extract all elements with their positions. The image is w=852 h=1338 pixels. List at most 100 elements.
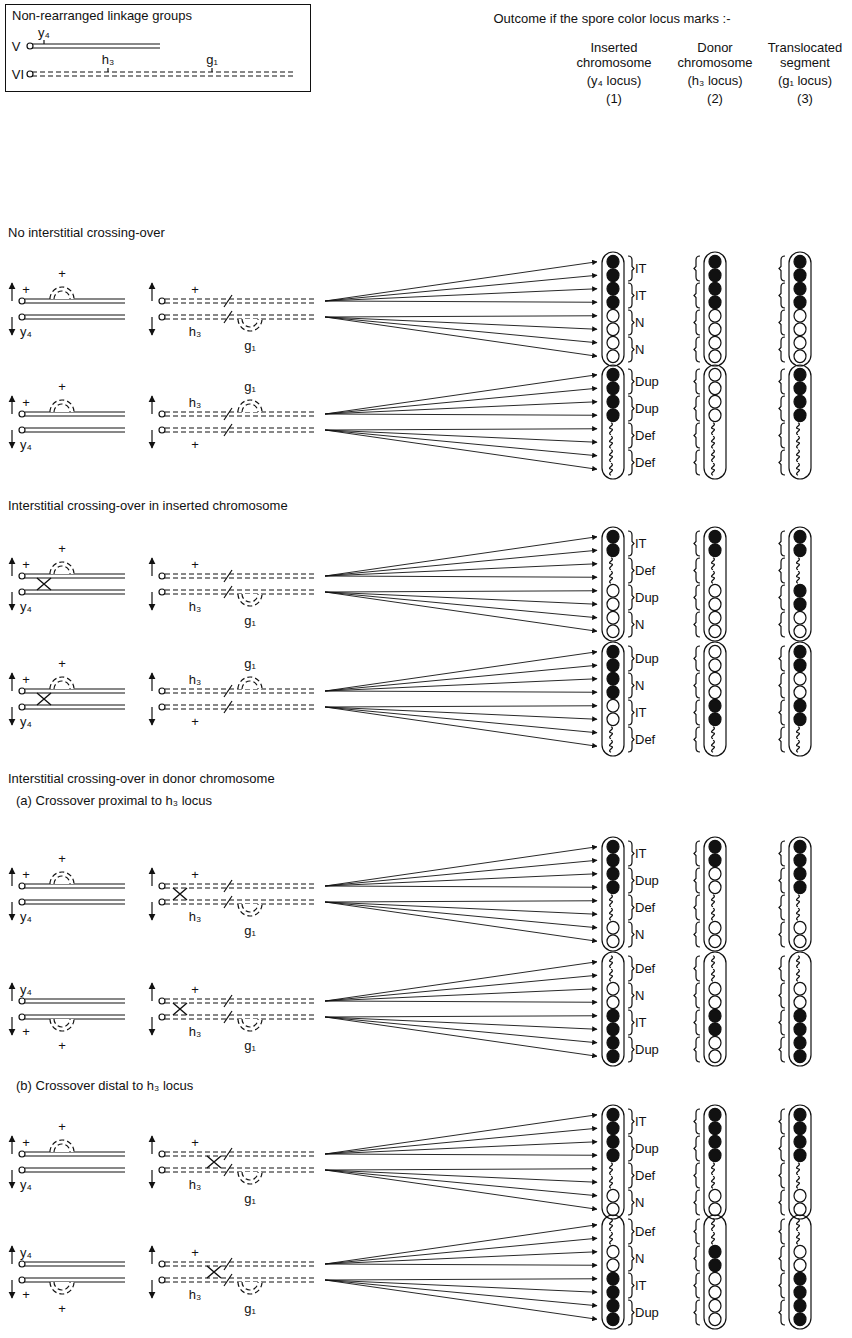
stroke	[11, 868, 12, 886]
stroke	[165, 1265, 315, 1266]
stroke	[325, 901, 597, 902]
stroke	[325, 262, 597, 301]
stroke	[25, 427, 125, 428]
spore	[794, 1036, 806, 1049]
stroke	[325, 989, 597, 1001]
spore	[794, 368, 806, 381]
spore	[794, 1135, 806, 1148]
column-heading: (h₃ locus)	[687, 73, 742, 88]
spore	[709, 1122, 721, 1135]
aborted-spore	[797, 727, 800, 739]
spore	[709, 544, 721, 557]
stroke	[11, 673, 12, 691]
spore	[794, 1023, 806, 1036]
ascus	[789, 365, 811, 479]
aborted-spore	[797, 956, 800, 968]
stroke	[211, 68, 212, 72]
aborted-spore	[712, 558, 715, 570]
stroke	[325, 430, 597, 469]
brace	[779, 1300, 785, 1325]
class-label: Dup	[635, 590, 659, 605]
spore	[709, 982, 721, 995]
stroke	[325, 1001, 597, 1002]
spore	[607, 672, 619, 685]
class-label: IT	[635, 1015, 647, 1030]
spore	[709, 1189, 721, 1202]
spore	[709, 336, 721, 349]
stroke	[325, 874, 597, 886]
brace	[628, 558, 634, 583]
aborted-spore	[610, 423, 613, 435]
spore	[607, 382, 619, 395]
stroke	[11, 1136, 12, 1154]
brace	[694, 337, 700, 362]
brace	[628, 423, 634, 448]
stroke	[238, 904, 262, 916]
locus-label: +	[191, 714, 199, 729]
brace	[779, 1246, 785, 1271]
spore	[607, 1023, 619, 1036]
brace	[628, 895, 634, 920]
brace	[628, 1219, 634, 1244]
brace	[628, 922, 634, 947]
spore	[709, 1286, 721, 1299]
brace	[779, 531, 785, 556]
stroke	[224, 685, 232, 697]
stroke	[242, 1282, 258, 1290]
brace	[779, 841, 785, 866]
brace	[628, 1010, 634, 1035]
stroke	[238, 1019, 262, 1031]
stroke	[25, 1014, 125, 1015]
section-heading: (b) Crossover distal to h₃ locus	[16, 1078, 193, 1093]
stroke	[238, 400, 262, 412]
spore	[794, 584, 806, 597]
class-label: Dup	[635, 1305, 659, 1320]
locus-label: +	[58, 851, 66, 866]
stroke	[325, 576, 597, 577]
spore	[607, 530, 619, 543]
ascus	[789, 252, 811, 366]
brace	[628, 673, 634, 698]
ascus	[704, 837, 726, 951]
stroke	[165, 883, 315, 884]
stroke	[242, 681, 258, 689]
stroke	[25, 1151, 125, 1152]
brace	[694, 558, 700, 583]
stroke	[325, 591, 597, 592]
spore	[709, 530, 721, 543]
spore	[607, 713, 619, 726]
stroke	[25, 1171, 125, 1172]
stroke	[165, 1002, 315, 1003]
stroke	[25, 411, 125, 412]
aborted-spore	[610, 450, 613, 462]
spore	[709, 881, 721, 894]
class-label: Dup	[635, 1042, 659, 1057]
class-label: Def	[635, 455, 655, 470]
brace	[779, 700, 785, 725]
stroke	[325, 316, 597, 317]
locus-label: +	[58, 541, 66, 556]
brace	[779, 396, 785, 421]
spore	[709, 840, 721, 853]
brace	[779, 1136, 785, 1161]
stroke	[32, 75, 295, 76]
spore	[794, 350, 806, 363]
column-heading: Donor chromosome	[673, 40, 757, 70]
brace	[779, 983, 785, 1008]
spore	[607, 1272, 619, 1285]
spore	[709, 611, 721, 624]
column-number: (1)	[606, 91, 622, 106]
stroke	[325, 429, 597, 430]
spore	[607, 1036, 619, 1049]
spore	[709, 409, 721, 422]
stroke	[50, 400, 74, 412]
locus-label: +	[22, 282, 30, 297]
class-label: IT	[635, 846, 647, 861]
stroke	[159, 573, 165, 579]
locus-label: y₄	[20, 909, 32, 924]
brace	[628, 1037, 634, 1062]
stroke	[54, 291, 70, 299]
stroke	[165, 1014, 315, 1015]
brace	[628, 1246, 634, 1271]
spore	[794, 1108, 806, 1121]
